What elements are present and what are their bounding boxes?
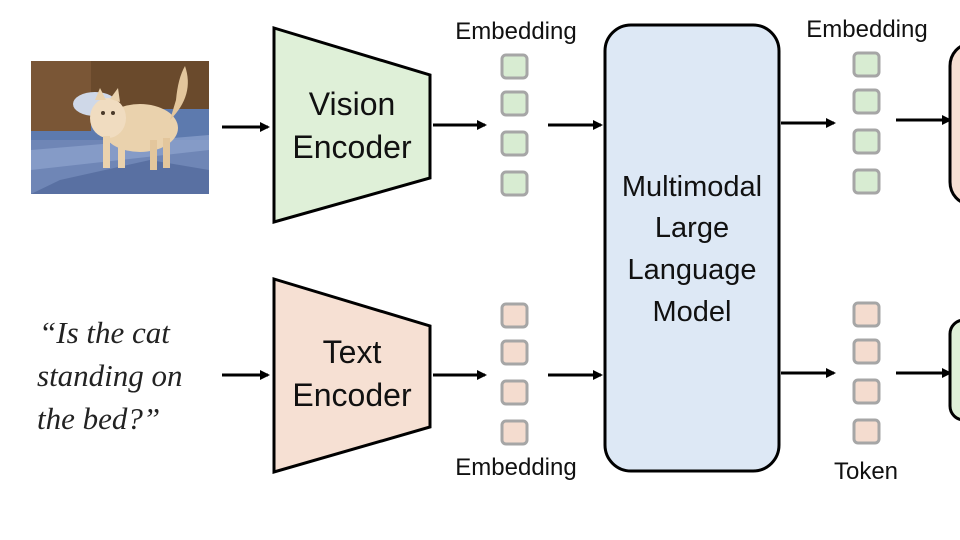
text-encoder-shape <box>272 276 432 474</box>
text-embedding-token <box>500 419 529 446</box>
mllm-label-line1: Multimodal <box>622 171 762 203</box>
vision-encoder-shape <box>272 25 432 224</box>
vision-encoder-label-line2: Encoder <box>292 129 412 165</box>
output-text-token <box>852 418 881 445</box>
text-embedding-token <box>500 379 529 406</box>
output-text-token <box>852 301 881 328</box>
vision-encoder-label-line1: Vision <box>309 86 396 122</box>
output-embedding-tokens <box>852 51 881 195</box>
output-embedding-token <box>852 51 881 78</box>
text-embedding-label: Embedding <box>455 454 576 481</box>
output-text-token <box>852 378 881 405</box>
image-decoder-box-partial <box>948 45 960 203</box>
vision-embedding-label: Embedding <box>455 18 576 45</box>
output-text-tokens <box>852 301 881 445</box>
vision-embedding-tokens <box>500 53 529 197</box>
vision-embedding-token <box>500 53 529 80</box>
text-embedding-token <box>500 339 529 366</box>
output-embedding-label: Embedding <box>806 16 927 43</box>
input-question-line3: the bed?” <box>37 401 160 436</box>
input-question-line1: “Is the cat <box>39 315 171 350</box>
vision-embedding-token <box>500 170 529 197</box>
mllm-label-line4: Model <box>653 296 732 328</box>
text-encoder-label-line1: Text <box>323 334 382 370</box>
text-decoder-box-partial <box>948 319 960 421</box>
output-embedding-token <box>852 128 881 155</box>
mllm-label-line3: Language <box>627 254 756 286</box>
output-embedding-token <box>852 168 881 195</box>
vision-embedding-token <box>500 90 529 117</box>
output-text-token <box>852 338 881 365</box>
mllm-box <box>603 23 781 473</box>
text-embedding-token <box>500 302 529 329</box>
output-token-label: Token <box>834 458 898 485</box>
output-embedding-token <box>852 88 881 115</box>
text-embedding-tokens <box>500 302 529 446</box>
mllm-label-line2: Large <box>655 212 729 244</box>
vision-embedding-token <box>500 130 529 157</box>
input-question-line2: standing on <box>37 358 183 393</box>
text-encoder-label-line2: Encoder <box>292 377 412 413</box>
cat-image <box>31 61 209 194</box>
